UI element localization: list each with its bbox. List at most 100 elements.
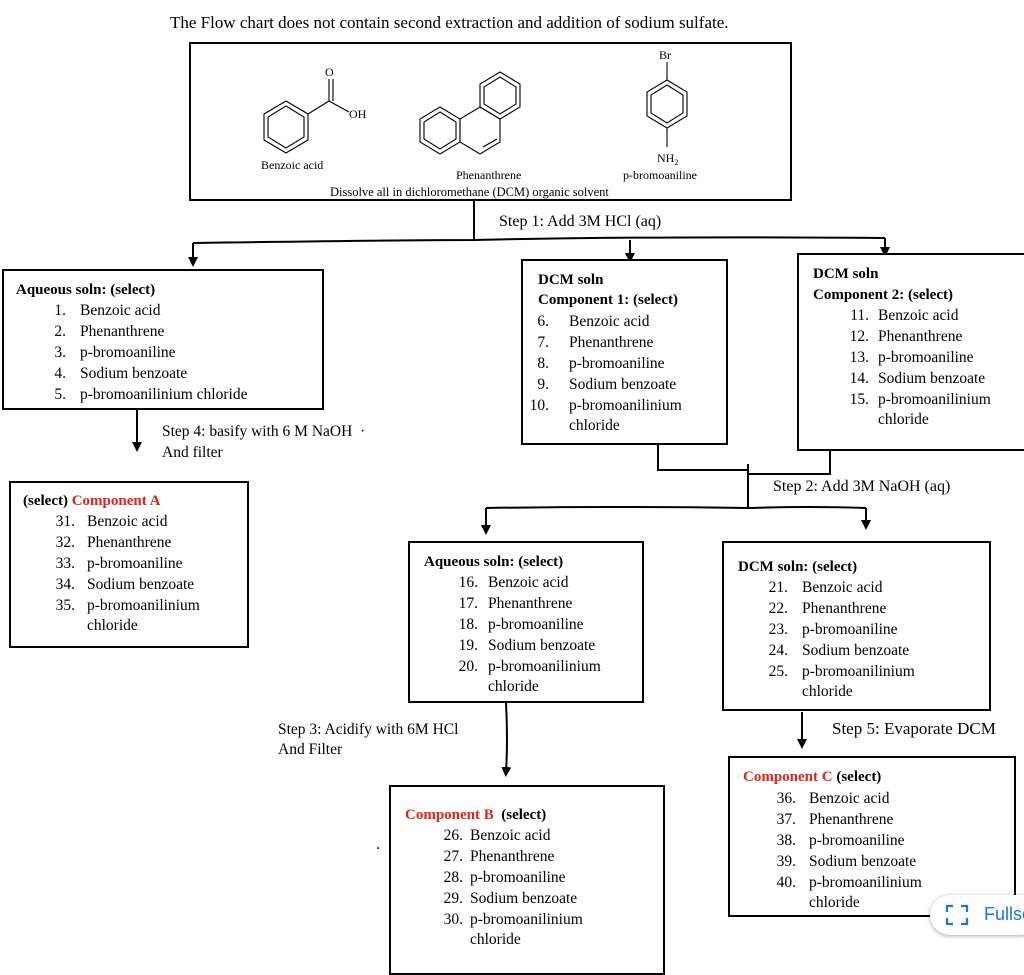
option-item[interactable]: 32.Phenanthrene [45,532,172,553]
step5-label: Step 5: Evaporate DCM [832,719,996,738]
box-title: DCM soln: (select) [738,559,858,575]
dcm-soln-box-3[interactable]: DCM soln: (select) 21.Benzoic acid 22. Phe… [722,541,991,711]
option-item[interactable]: 15.p-bromoanilinium [839,389,991,410]
option-number: 28. [443,869,463,886]
option-item[interactable]: 1.Benzoic acid [42,300,160,321]
option-number: 12. [849,328,869,345]
option-number: 37. [776,811,796,828]
option-text: Benzoic acid [569,313,650,330]
component-a-box[interactable]: (select) Component A 31. Benzoic acid 32.P… [9,481,249,648]
option-item[interactable]: 25.p-bromoanilinium [758,661,915,682]
option-item[interactable]: 16.Benzoic acid [448,572,569,593]
option-number: 1. [54,302,66,319]
option-item[interactable]: 35.p-bromoanilinium [45,595,200,616]
dcm-soln-component2-box[interactable]: DCM soln Component 2: (select) 11.Benzoi… [797,253,1024,451]
option-item[interactable]: 38.p-bromoaniline [766,830,905,851]
option-item[interactable]: 23.p-bromoaniline [758,619,898,640]
option-number: 30. [443,911,463,928]
option-item[interactable]: 7. Phenanthrene [527,332,653,353]
option-text: Sodium benzoate [809,853,917,870]
option-item[interactable]: 28. p-bromoaniline [433,867,566,888]
box-title: (select) Component A [23,493,161,509]
option-item[interactable]: 24.Sodium benzoate [758,640,910,661]
option-number: 39. [776,853,796,870]
option-item[interactable]: 36.Benzoic acid [766,788,890,809]
option-number: 26. [443,827,463,844]
option-item[interactable]: 3.p-bromoaniline [42,342,175,363]
option-number: 31. [55,513,75,530]
option-number: 35. [55,597,75,614]
option-item[interactable]: 5.p-bromoanilinium chloride [42,384,247,405]
option-text: p-bromoaniline [80,344,176,361]
option-item[interactable]: 37.Phenanthrene [766,809,894,830]
option-item[interactable]: 11.Benzoic acid [839,305,958,326]
option-item[interactable]: 12.Phenanthrene [839,326,963,347]
option-item[interactable]: 26. Benzoic acid [433,825,551,846]
option-item[interactable]: 31. Benzoic acid [45,511,168,532]
option-text-continuation: chloride [488,678,539,695]
option-number: 38. [776,832,796,849]
option-item[interactable]: 8.p-bromoaniline [527,353,664,374]
option-item[interactable]: 17.Phenanthrene [448,593,573,614]
option-item[interactable]: 2.Phenanthrene [42,321,164,342]
option-text: Phenanthrene [569,334,654,351]
option-number: 34. [55,576,75,593]
step1-label: Step 1: Add 3M HCl (aq) [499,213,662,230]
fullscreen-icon [945,904,969,926]
option-item[interactable]: 27.Phenanthrene [433,846,555,867]
option-text: Benzoic acid [488,574,569,591]
option-text: Benzoic acid [470,827,551,844]
option-item[interactable]: 21.Benzoic acid [758,577,883,598]
option-number: 21. [768,579,788,596]
option-item[interactable]: 29.Sodium benzoate [433,888,578,909]
fullscreen-label: Fullscreen [984,904,1024,924]
option-text: Sodium benzoate [569,376,677,393]
option-item[interactable]: 13.p-bromoaniline [839,347,974,368]
option-text: Benzoic acid [87,513,168,530]
option-item[interactable]: 6.Benzoic acid [527,311,649,332]
option-text: Sodium benzoate [802,642,910,659]
benzoic-acid-structure [263,79,350,154]
option-text: p-bromoanilinium [569,397,682,414]
dcm-soln-component1-box[interactable]: DCM soln Component 1: (select) 6.Benzoic… [521,259,728,445]
option-item[interactable]: 10.p-bromoanilinium [527,395,682,416]
option-item[interactable]: 33.p-bromoaniline [45,553,183,574]
stray-dot: . [376,836,380,853]
option-text: Phenanthrene [802,600,887,617]
option-item[interactable]: 22. Phenanthrene [758,598,887,619]
component-c-label: Component C [743,769,833,785]
atom-nh2: NH2 [657,151,678,167]
box-subtitle: Component 2: (select) [813,287,953,303]
atom-o: O [325,65,334,79]
option-item[interactable]: 34.Sodium benzoate [45,574,195,595]
option-text: Benzoic acid [809,790,890,807]
option-number: 20. [458,658,478,675]
box-title: DCM soln [538,272,604,288]
option-text: p-bromoanilinium [470,911,583,928]
option-number: 40. [776,874,796,891]
option-item[interactable]: 20.p-bromoanilinium [448,656,601,677]
option-item[interactable]: 4.Sodium benzoate [42,363,187,384]
option-item[interactable]: 9.Sodium benzoate [527,374,676,395]
step2-label: Step 2: Add 3M NaOH (aq) [773,478,951,495]
option-number: 7. [537,334,549,351]
option-number: 27. [443,848,463,865]
option-item[interactable]: 40.p-bromoanilinium [766,872,922,893]
option-item[interactable]: 39. Sodium benzoate [766,851,917,872]
option-text-continuation: chloride [802,683,853,700]
option-item[interactable]: 19.Sodium benzoate [448,635,596,656]
box-title: Aqueous soln: (select) [424,554,564,570]
option-item[interactable]: 18.p-bromoaniline [448,614,584,635]
option-text: p-bromoaniline [470,869,566,886]
option-item[interactable]: 30. p-bromoanilinium [433,909,583,930]
step4-label: Step 4: basify with 6 M NaOH · And filte… [162,423,366,461]
option-item[interactable]: 14.Sodium benzoate [839,368,986,389]
option-number: 22. [768,600,788,617]
p-bromoaniline-structure [646,62,688,147]
box-subtitle: Component 1: (select) [538,292,678,308]
fullscreen-button[interactable]: Fullscreen [930,895,1024,935]
